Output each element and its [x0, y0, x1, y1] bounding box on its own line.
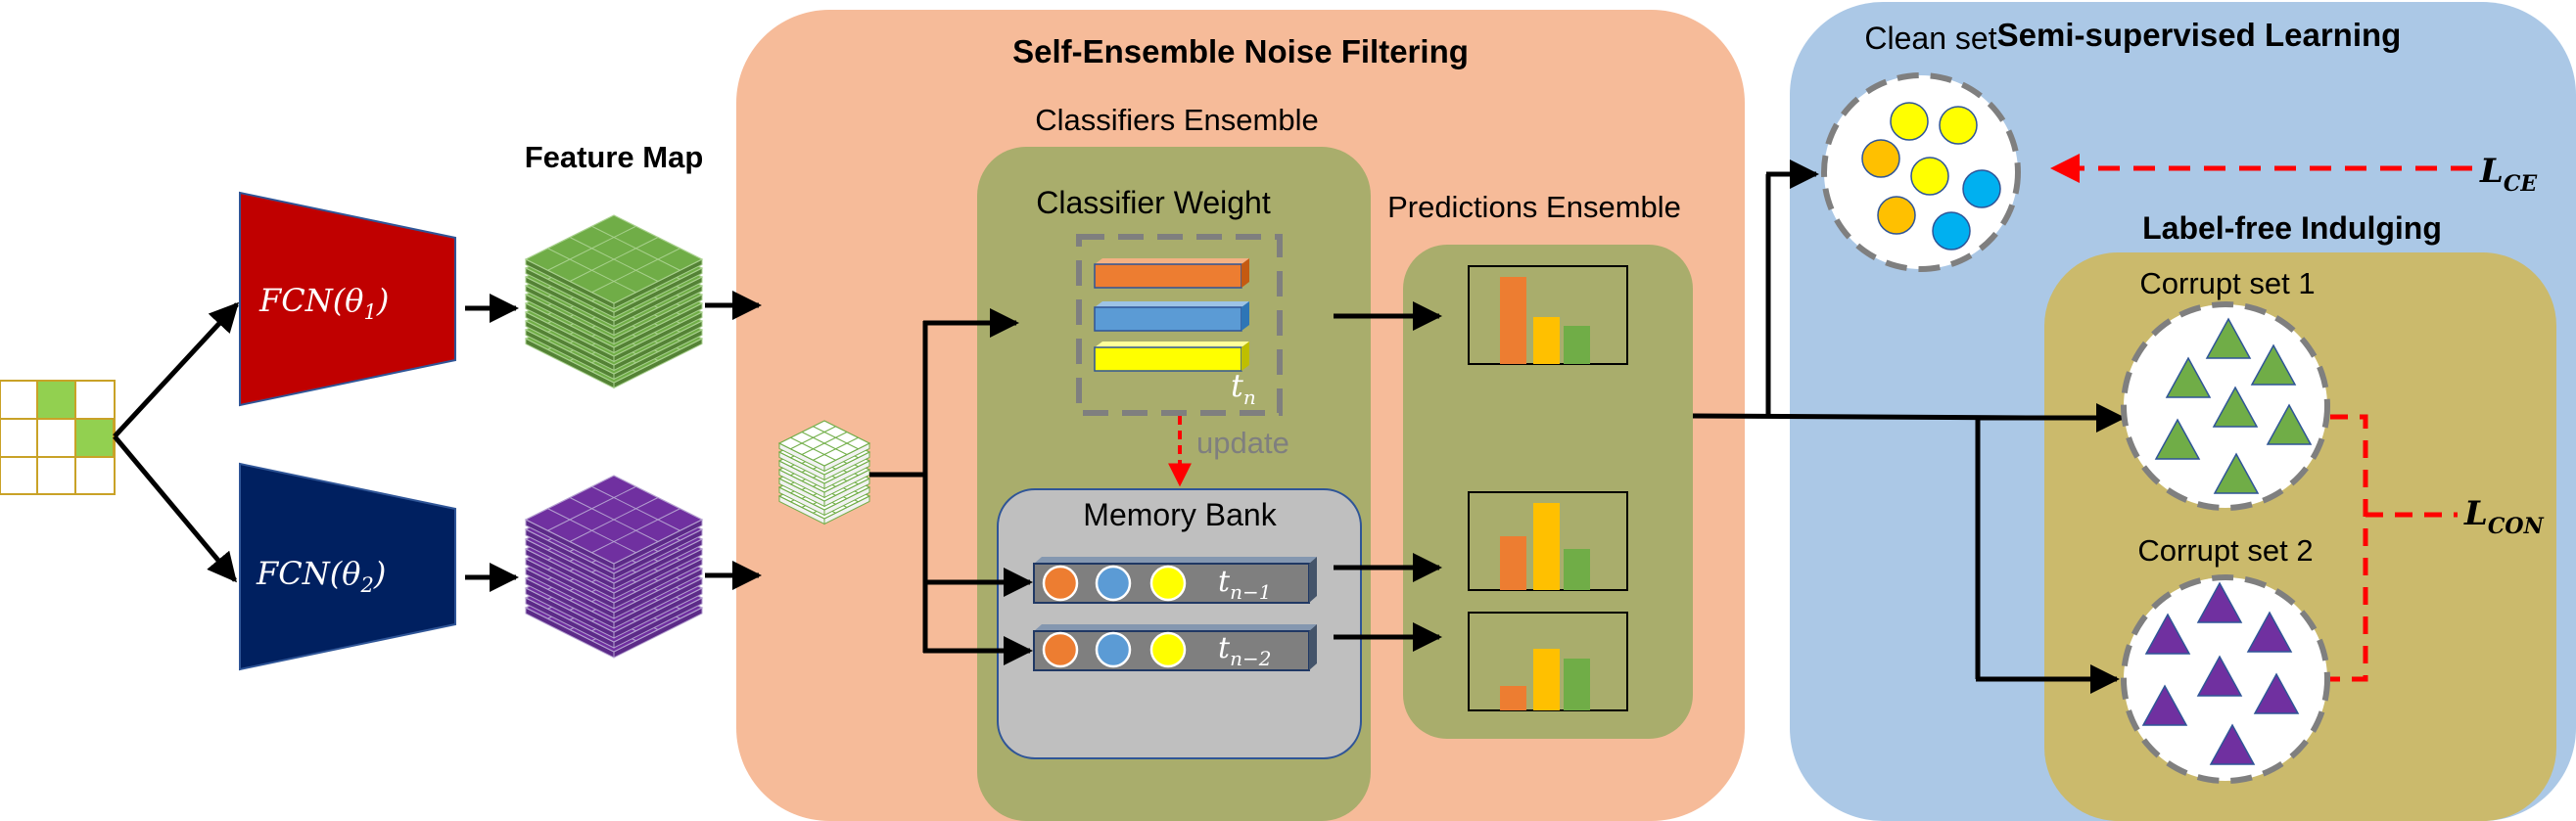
- fcn1-block: [239, 191, 456, 407]
- fcn2-label: FCN(θ2): [256, 555, 386, 597]
- routing-lines: [1692, 174, 2028, 679]
- prediction-bar-1-1: [1500, 277, 1526, 364]
- prediction-bar-3-3: [1564, 659, 1590, 710]
- prediction-bar-3-1: [1500, 686, 1526, 710]
- corrupt-set-2-title: Corrupt set 2: [2137, 533, 2313, 568]
- tn1-label: tn−1: [1218, 565, 1271, 604]
- memory-row-tn1: [1033, 557, 1317, 604]
- lce-label: LCE: [2479, 152, 2538, 197]
- feature-branch-lines: [869, 321, 928, 653]
- semi-supervised-title: Semi-supervised Learning: [1997, 17, 2402, 53]
- feature-map-title: Feature Map: [525, 140, 704, 174]
- prediction-bars: [1500, 277, 1590, 710]
- classifier-bar-blue: [1094, 301, 1249, 332]
- memory-row-tn2: [1033, 624, 1317, 671]
- tn2-label: tn−2: [1218, 631, 1271, 670]
- label-free-title: Label-free Indulging: [2142, 210, 2442, 246]
- ensemble-feature-layer: [777, 420, 871, 473]
- feature-map-purple-stack: [524, 475, 704, 659]
- classifier-weight-title: Classifier Weight: [1036, 185, 1271, 220]
- fcn2-block: [239, 462, 456, 671]
- arrow-input-to-fcn2: [113, 434, 237, 583]
- arrow-input-to-fcn1: [113, 301, 240, 438]
- lcon-dashed-bracket: [2330, 414, 2458, 682]
- clean-set-samples: [1861, 102, 2001, 251]
- corrupt-set-1-samples: [2154, 317, 2313, 494]
- classifier-bar-orange: [1094, 258, 1249, 289]
- classifier-bar-yellow: [1094, 342, 1249, 372]
- prediction-bar-1-2: [1533, 317, 1560, 364]
- lcon-label: LCON: [2463, 494, 2545, 539]
- classifiers-ensemble-title: Classifiers Ensemble: [1035, 103, 1318, 137]
- memory-bank-title: Memory Bank: [1083, 497, 1277, 532]
- green-feature-layer: [524, 214, 704, 310]
- classifier-weight-box: [1076, 234, 1283, 416]
- fcn1-label: FCN(θ1): [258, 282, 389, 324]
- self-ensemble-title: Self-Ensemble Noise Filtering: [1012, 33, 1469, 69]
- input-patch-grid: [0, 380, 116, 495]
- corrupt-set-2-samples: [2141, 581, 2300, 765]
- prediction-bar-1-3: [1564, 326, 1590, 364]
- clean-set-title: Clean set: [1864, 21, 1996, 56]
- feature-map-green-stack: [524, 214, 704, 389]
- feature-map-ensemble-stack: [777, 420, 871, 525]
- prediction-bar-2-1: [1500, 536, 1526, 590]
- update-label: update: [1196, 426, 1289, 460]
- predictions-ensemble-title: Predictions Ensemble: [1387, 190, 1681, 224]
- memory-bank-panel: [997, 488, 1362, 759]
- prediction-bar-2-2: [1533, 503, 1560, 590]
- tn-label: tn: [1231, 367, 1256, 409]
- prediction-bar-3-2: [1533, 649, 1560, 710]
- corrupt-set-1-title: Corrupt set 1: [2139, 266, 2315, 300]
- prediction-bar-2-3: [1564, 549, 1590, 590]
- purple-feature-layer: [524, 475, 704, 570]
